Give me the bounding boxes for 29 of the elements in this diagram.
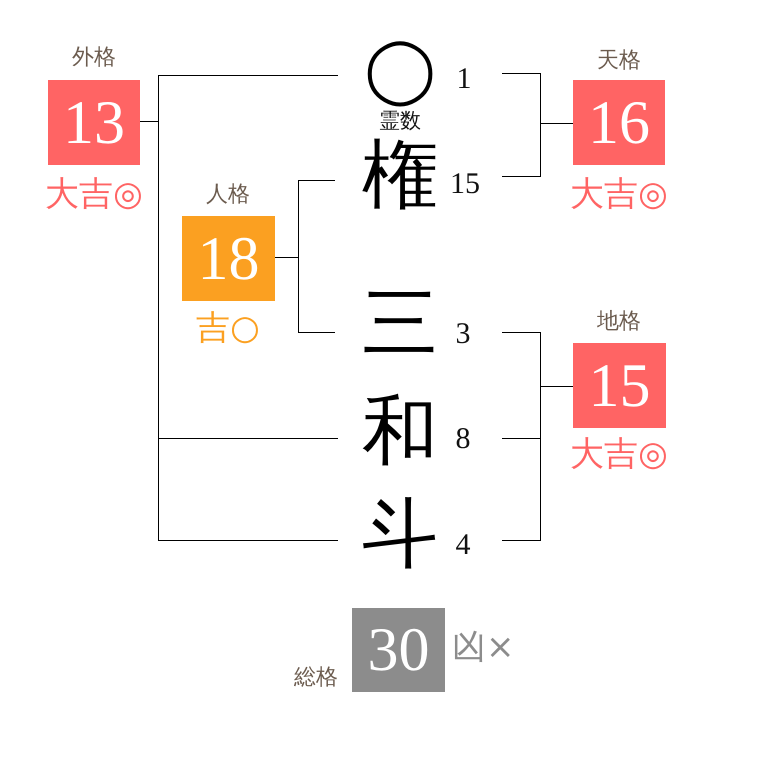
stroke-count: 3: [456, 319, 470, 349]
name-character: 斗: [362, 491, 438, 578]
stroke-count: 15: [450, 169, 480, 199]
fortune-verdict: 大吉◎: [570, 177, 668, 211]
stroke-count: 8: [456, 424, 470, 454]
fortune-verdict: 凶×: [452, 630, 514, 664]
connector-line: [502, 123, 574, 177]
fortune-category-label: 地格: [597, 311, 641, 333]
score-tile: 15: [573, 343, 666, 428]
name-character: ◯: [364, 32, 436, 108]
score-tile: 18: [182, 216, 275, 301]
fortune-verdict: 大吉◎: [570, 437, 668, 471]
fortune-verdict: 大吉◎: [45, 177, 143, 211]
stroke-count: 1: [456, 64, 472, 94]
name-character: 権: [362, 132, 438, 220]
name-character: 和: [362, 388, 438, 476]
connector-line: [502, 386, 574, 541]
name-character: 三: [362, 280, 438, 368]
score-tile: 30: [352, 608, 445, 692]
fortune-category-label: 天格: [597, 50, 641, 72]
fortune-category-label: 総格: [294, 667, 338, 689]
fortune-category-label: 外格: [72, 47, 116, 69]
score-tile: 13: [48, 80, 140, 165]
spirit-number-label: 霊数: [379, 110, 421, 132]
connector-line: [274, 257, 336, 333]
fortune-category-label: 人格: [206, 184, 250, 206]
score-tile: 16: [573, 80, 665, 165]
stroke-count: 4: [456, 530, 470, 560]
fortune-verdict: 吉○: [196, 311, 260, 345]
